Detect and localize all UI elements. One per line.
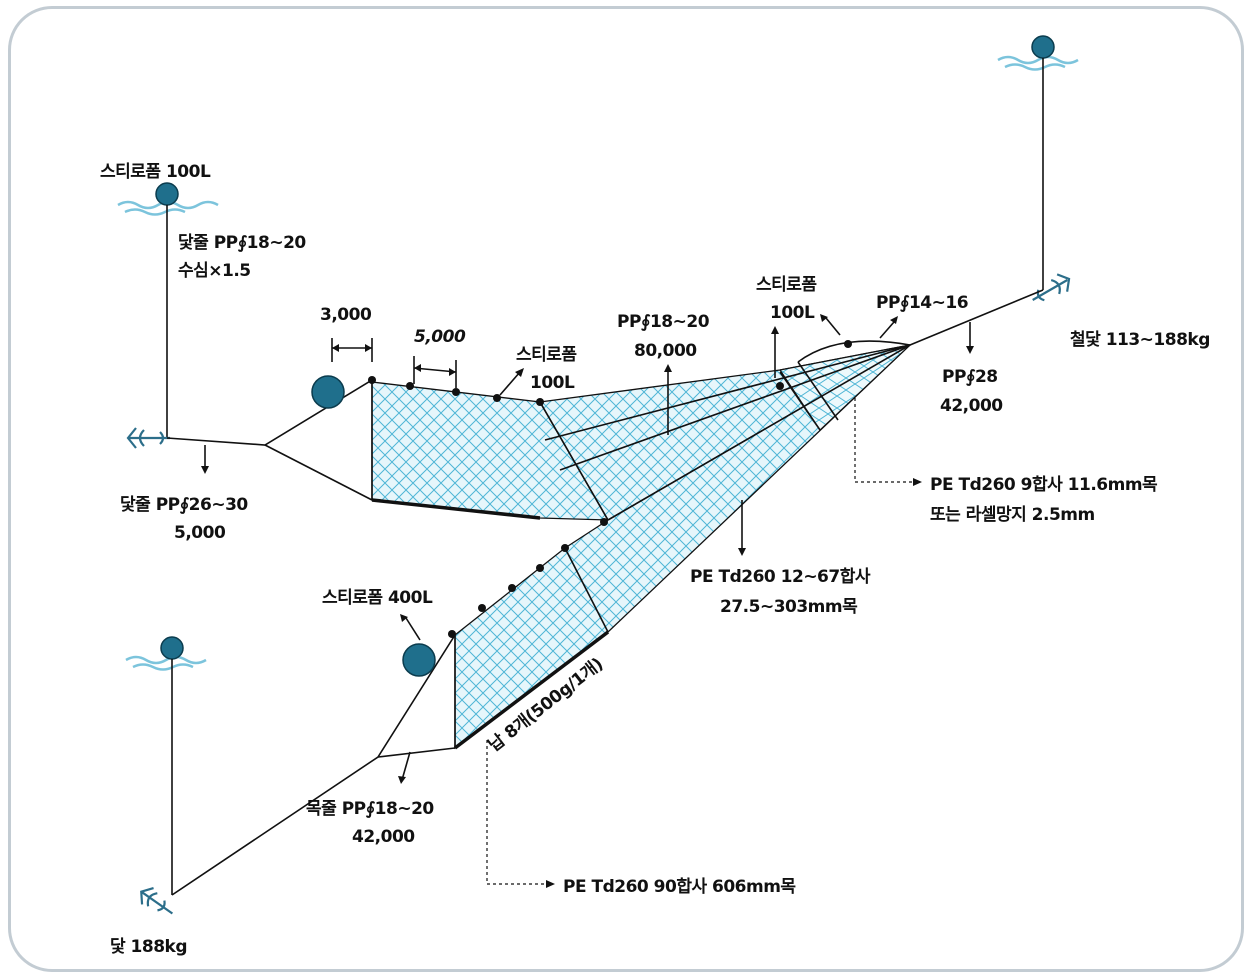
label-rope-pp-18-20: 닻줄 PP∮18~20	[178, 232, 306, 253]
leader-pe-90	[486, 740, 548, 885]
label-styro-100l-left: 스티로폼 100L	[100, 162, 211, 182]
anchor-rope-left-lower	[264, 444, 373, 501]
surface-buoy-left	[117, 182, 219, 216]
neck-rope-lower	[377, 747, 456, 758]
lead-line-upper	[371, 498, 541, 520]
label-pe-td260-90: PE Td260 90합사 606mm목	[563, 876, 796, 897]
label-80000: 80,000	[634, 341, 697, 361]
lead-line-lower	[453, 630, 610, 750]
label-or-raschel: 또는 라셀망지 2.5mm	[930, 505, 1095, 525]
leader-arrows	[201, 314, 974, 784]
buoy-lower-wing	[402, 643, 436, 677]
surface-buoy-bottomleft	[125, 636, 207, 671]
label-depth: 수심×1.5	[178, 261, 251, 281]
label-42000-right: 42,000	[940, 396, 1003, 416]
label-pp-14-16: PP∮14~16	[876, 293, 968, 313]
label-styro-right: 스티로폼	[756, 275, 817, 295]
anchor-icon	[126, 427, 170, 449]
anchor-rope-right	[909, 289, 1044, 346]
label-styro-mid-val: 100L	[530, 373, 575, 393]
label-anchor-rope-left: 닻줄 PP∮26~30	[120, 494, 248, 515]
cod-end-float-rope	[797, 340, 911, 363]
label-neck-rope: 목줄 PP∮18~20	[306, 799, 434, 819]
label-pp-18-20-mid: PP∮18~20	[617, 312, 710, 332]
label-styro-400l: 스티로폼 400L	[322, 588, 433, 608]
surface-buoy-topright	[997, 35, 1079, 71]
dim-5000-arrow	[413, 356, 457, 388]
label-5000: 5,000	[174, 523, 226, 543]
label-pp-28: PP∮28	[942, 367, 998, 387]
leader-pe-9	[854, 398, 915, 483]
label-anchor-right: 철닻 113~188kg	[1070, 329, 1210, 350]
buoy-upper-wing	[311, 375, 345, 409]
label-styro-right-val: 100L	[770, 303, 815, 323]
label-pe-td260-9: PE Td260 9합사 11.6mm목	[930, 474, 1158, 495]
label-mesh-size: 27.5~303mm목	[720, 597, 858, 617]
label-pe-td260-12-67: PE Td260 12~67합사	[690, 566, 871, 587]
anchor-icon	[1032, 273, 1071, 302]
label-42000-bottom: 42,000	[352, 827, 415, 847]
label-anchor-bottom: 닻 188kg	[110, 936, 187, 957]
anchor-icon	[140, 887, 174, 915]
dim-3000-arrow	[331, 338, 373, 362]
net-internal-lines	[371, 344, 911, 748]
label-dim-5000: 5,000	[414, 327, 466, 347]
label-styro-mid: 스티로폼	[516, 345, 577, 365]
float-dots	[368, 340, 852, 638]
label-dim-3000: 3,000	[320, 305, 372, 325]
